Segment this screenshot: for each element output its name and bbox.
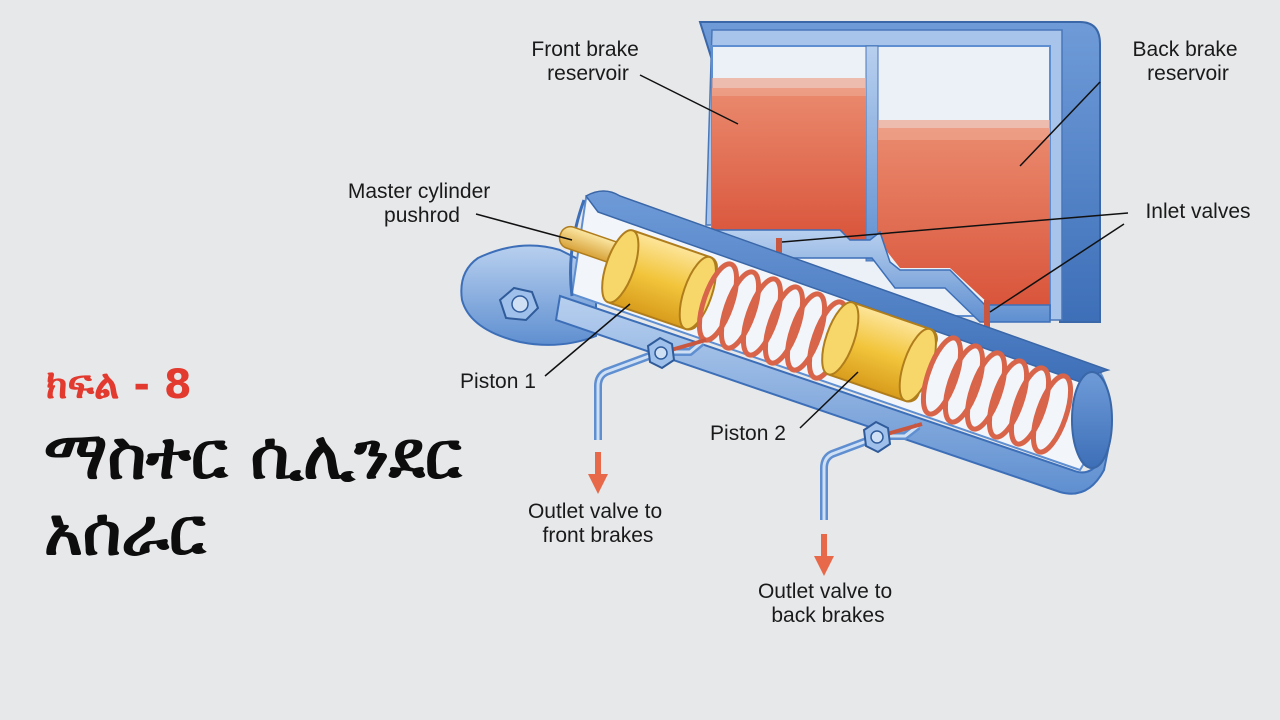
label-back-reservoir-line2: reservoir <box>1147 62 1229 85</box>
outlet-back-arrow-icon <box>814 534 834 576</box>
label-back-reservoir: Back brake reservoir <box>1133 38 1244 85</box>
label-pushrod: Master cylinder pushrod <box>348 180 496 227</box>
label-back-reservoir-line1: Back brake <box>1133 38 1238 61</box>
spring-2 <box>920 335 1074 455</box>
label-pushrod-line1: Master cylinder <box>348 180 490 203</box>
piston-2 <box>821 301 938 403</box>
leader-lines <box>475 74 1129 429</box>
label-front-reservoir: Front brake reservoir <box>531 38 644 85</box>
label-piston-1: Piston 1 <box>460 370 536 393</box>
label-piston-2: Piston 2 <box>710 422 786 445</box>
outlet-back-pipe <box>820 420 923 520</box>
outlet-front-arrow-icon <box>588 452 608 494</box>
label-outlet-back-line1: Outlet valve to <box>758 580 892 603</box>
label-outlet-front: Outlet valve to front brakes <box>528 500 668 547</box>
label-outlet-back: Outlet valve to back brakes <box>758 580 898 627</box>
bolt-nut <box>498 286 540 322</box>
page-title: ማስተር ሲሊንደር አሰራር <box>44 417 462 570</box>
label-outlet-front-line1: Outlet valve to <box>528 500 662 523</box>
part-number-title: ክፍል - 8 <box>46 362 192 408</box>
brake-reservoir <box>698 21 1101 323</box>
piston-1 <box>601 229 718 331</box>
outlet-front-pipe <box>594 336 707 440</box>
label-front-reservoir-line1: Front brake <box>531 38 638 61</box>
label-inlet-valves-line1: Inlet valves <box>1145 200 1250 223</box>
label-piston-2-line1: Piston 2 <box>710 422 786 445</box>
label-front-reservoir-line2: reservoir <box>547 62 629 85</box>
label-piston-1-line1: Piston 1 <box>460 370 536 393</box>
label-outlet-front-line2: front brakes <box>543 524 654 547</box>
label-outlet-back-line2: back brakes <box>771 604 884 627</box>
label-pushrod-line2: pushrod <box>384 204 460 227</box>
label-inlet-valves: Inlet valves <box>1145 200 1250 223</box>
spring-1 <box>696 261 850 381</box>
